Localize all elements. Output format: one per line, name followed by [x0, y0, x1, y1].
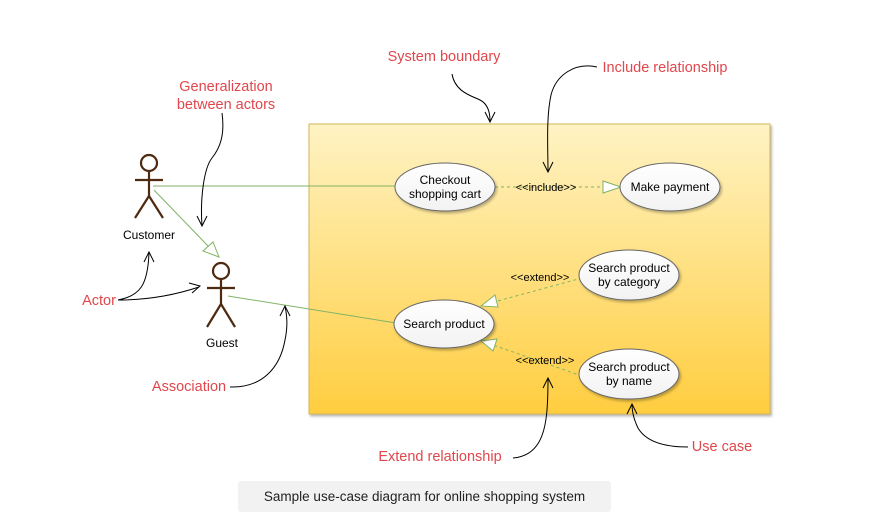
annotation-generalization: between actors: [177, 97, 275, 113]
caption-box: Sample use-case diagram for online shopp…: [238, 481, 611, 512]
extend-label-category: <<extend>>: [511, 272, 570, 284]
annotation-arrows: [117, 65, 689, 459]
use-case-label: Make payment: [631, 180, 710, 194]
generalization-arrow: [153, 189, 220, 258]
use-case-checkout-shopping-cart[interactable]: Checkout shopping cart: [394, 162, 496, 212]
annotation-actor: Actor: [82, 293, 116, 309]
use-case-label: Search product: [588, 360, 670, 374]
actor-label: Guest: [206, 336, 239, 350]
include-label: <<include>>: [516, 182, 577, 194]
actor-customer[interactable]: Customer: [123, 153, 175, 242]
annotation-association: Association: [152, 379, 226, 395]
actor-guest[interactable]: Guest: [206, 261, 239, 350]
use-case-label: by name: [606, 374, 652, 388]
annotation-include-relationship: Include relationship: [603, 60, 728, 76]
use-case-label: Search product: [403, 317, 485, 331]
use-case-make-payment[interactable]: Make payment: [619, 162, 721, 212]
use-case-label: shopping cart: [409, 187, 482, 201]
use-case-search-by-name[interactable]: Search product by name: [578, 348, 680, 400]
stick-figure-icon: [206, 261, 236, 328]
use-case-search-by-category[interactable]: Search product by category: [578, 249, 680, 301]
extend-relationship-category: [479, 277, 583, 308]
use-case-label: Search product: [588, 261, 670, 275]
annotation-system-boundary: System boundary: [388, 49, 502, 65]
system-boundary[interactable]: [308, 123, 771, 415]
use-case-search-product[interactable]: Search product: [393, 299, 495, 349]
association-guest-search: [227, 295, 397, 324]
extend-relationship-name: [479, 338, 583, 377]
extend-label-name: <<extend>>: [516, 355, 575, 367]
annotations: System boundary Include relationship Gen…: [82, 49, 752, 465]
use-case-label: by category: [598, 275, 660, 289]
annotation-extend-relationship: Extend relationship: [378, 449, 501, 465]
actor-label: Customer: [123, 228, 175, 242]
annotation-use-case: Use case: [692, 439, 752, 455]
include-relationship: [495, 180, 623, 194]
use-case-label: Checkout: [420, 173, 471, 187]
annotation-generalization: Generalization: [179, 79, 273, 95]
caption: Sample use-case diagram for online shopp…: [263, 489, 586, 504]
stick-figure-icon: [134, 153, 164, 219]
